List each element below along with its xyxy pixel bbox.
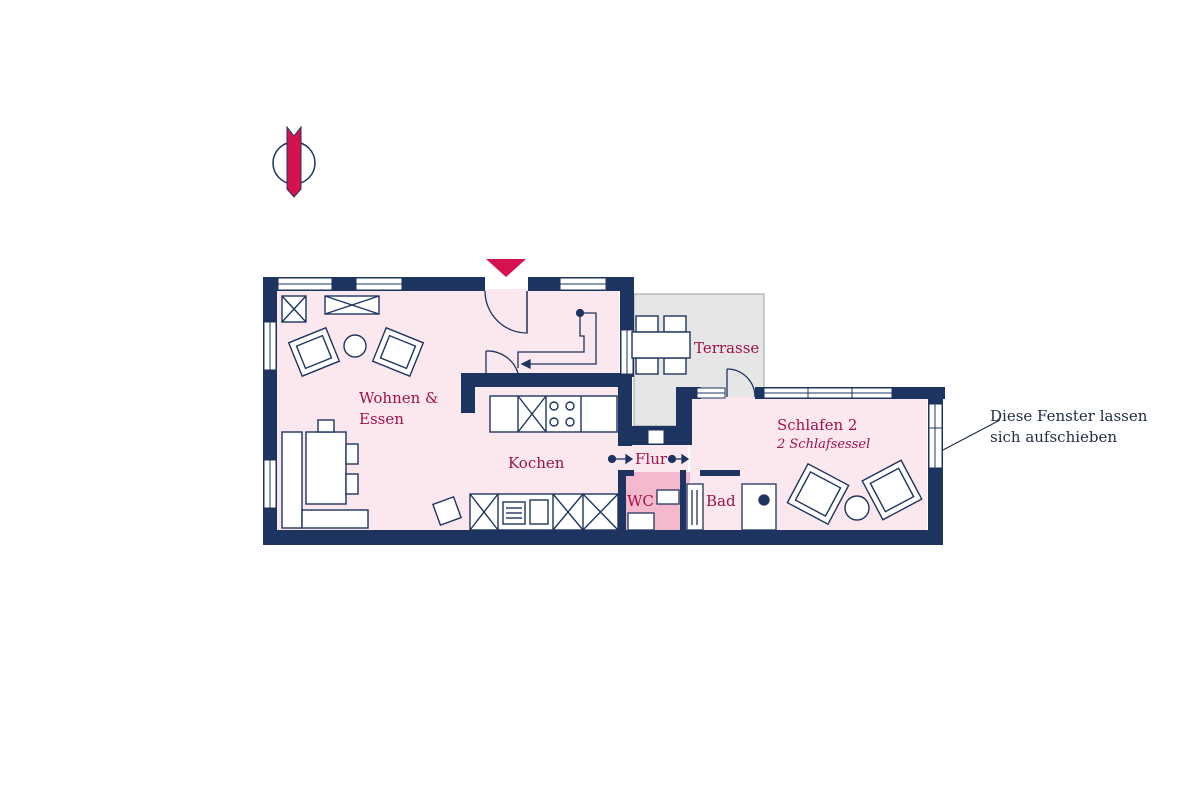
furniture	[281, 295, 462, 529]
bedroom-armchairs	[786, 459, 923, 526]
room-label-terrasse: Terrasse	[694, 339, 759, 357]
callout-line1: Diese Fenster lassen	[990, 407, 1148, 425]
window-callout: Diese Fenster lassen sich aufschieben	[990, 406, 1180, 448]
flur-markers	[607, 453, 690, 465]
room-label-schlafen: Schlafen 2	[777, 416, 857, 434]
room-label-wohnen-line1: Wohnen &	[359, 389, 438, 407]
room-label-wohnen-line2: Essen	[359, 410, 404, 428]
room-label-kochen: Kochen	[508, 454, 565, 472]
room-label-bad: Bad	[706, 492, 736, 510]
room-label-wc: WC	[627, 492, 654, 510]
windows	[263, 277, 943, 509]
duct-lines	[517, 308, 597, 370]
entrance-marker	[486, 259, 526, 277]
room-label-schlafen-sub: 2 Schlafsessel	[776, 437, 870, 452]
callout-line2: sich aufschieben	[990, 428, 1118, 446]
room-label-flur: Flur	[635, 450, 668, 468]
terrace-table	[631, 315, 691, 375]
kitchen-counter	[469, 395, 619, 531]
north-arrow-icon	[272, 125, 316, 198]
bath-fixtures	[627, 483, 777, 531]
doors	[484, 290, 756, 398]
callout-line	[942, 419, 1001, 451]
